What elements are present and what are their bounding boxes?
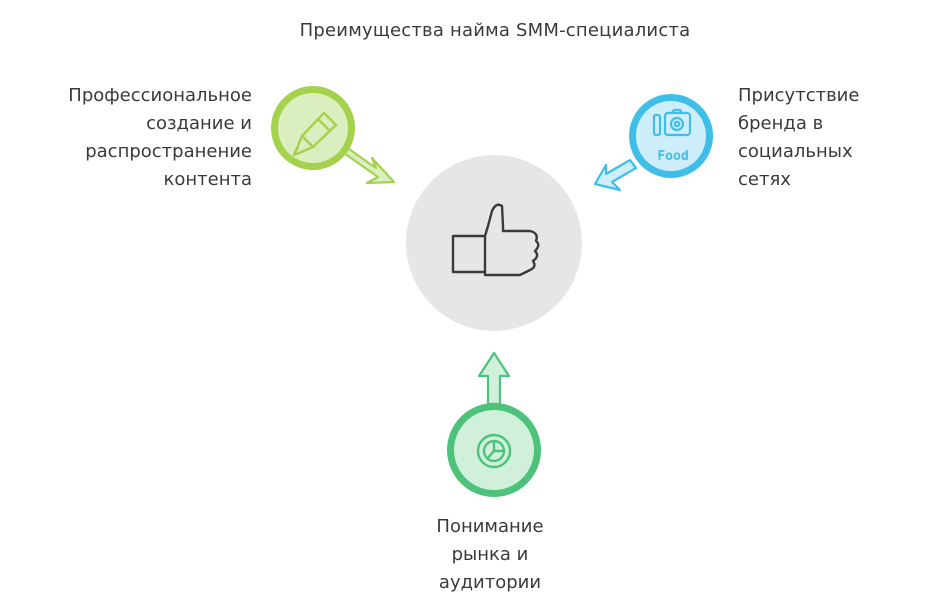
diagram-title: Преимущества найма SMM-специалиста — [299, 20, 691, 41]
pie-chart-icon — [476, 433, 512, 469]
brand-label: Присутствие бренда в социальных сетях — [738, 85, 860, 190]
market-label: Понимание рынка и аудитории — [436, 516, 544, 593]
pen-icon — [292, 111, 338, 157]
market-arrow — [477, 351, 511, 406]
center-circle — [406, 155, 582, 331]
brand-arrow — [593, 158, 638, 192]
food-label: Food — [657, 149, 688, 164]
market-node — [447, 351, 541, 497]
brand-node: Food — [593, 94, 713, 192]
content-label: Профессиональное создание и распростране… — [68, 85, 252, 190]
camera-food-icon — [652, 108, 692, 137]
content-node — [271, 86, 396, 185]
content-arrow — [337, 140, 396, 185]
thumbs-up-icon — [451, 203, 540, 277]
